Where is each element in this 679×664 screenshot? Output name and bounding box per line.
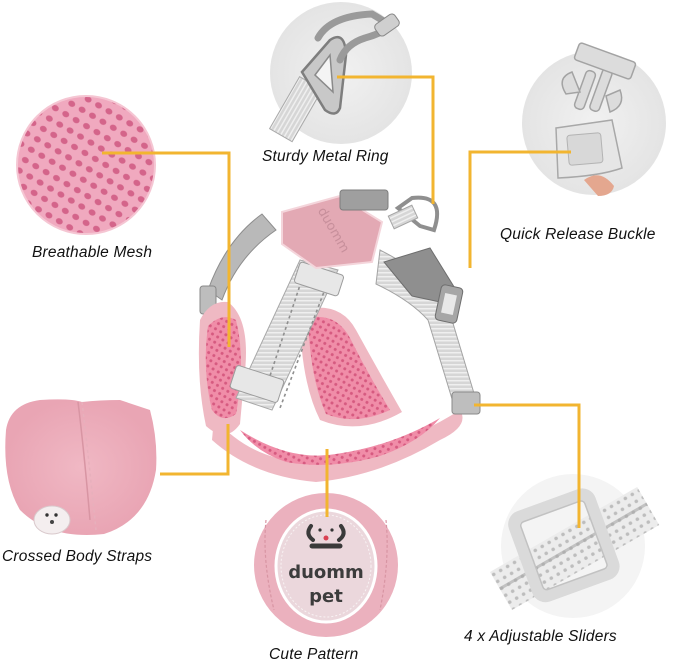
leader-line-ring — [337, 75, 435, 204]
badge-text-pet: pet — [309, 586, 343, 607]
slider-closeup-icon — [489, 474, 660, 618]
label-crossed-body-straps: Crossed Body Straps — [2, 548, 153, 565]
label-adjustable-sliders: 4 x Adjustable Sliders — [464, 628, 617, 645]
mesh-closeup-icon — [16, 95, 156, 235]
metal-ring-closeup-icon — [268, 2, 412, 144]
dog-harness-illustration: duomm — [198, 189, 481, 482]
leader-line-sliders — [474, 403, 581, 528]
callout-leader-lines — [102, 75, 581, 528]
buckle-closeup-icon — [522, 42, 666, 196]
label-cute-pattern: Cute Pattern — [269, 646, 359, 663]
label-sturdy-metal-ring: Sturdy Metal Ring — [262, 148, 389, 165]
label-breathable-mesh: Breathable Mesh — [32, 244, 153, 261]
leader-line-buckle — [468, 150, 571, 268]
leader-line-straps — [160, 424, 230, 476]
leader-line-mesh — [102, 151, 231, 347]
label-quick-release-buckle: Quick Release Buckle — [500, 226, 656, 243]
straps-closeup-icon — [5, 399, 157, 535]
badge-text-duomm: duomm — [288, 562, 364, 583]
badge-closeup-icon: duomm pet — [254, 493, 398, 637]
